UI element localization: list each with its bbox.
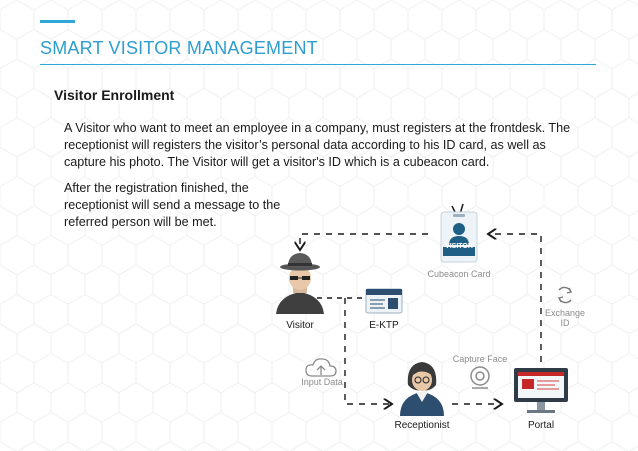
id-card-icon bbox=[365, 288, 403, 314]
page-title: SMART VISITOR MANAGEMENT bbox=[40, 38, 318, 58]
portal-label: Portal bbox=[527, 420, 555, 431]
visitor-label: Visitor bbox=[286, 320, 314, 331]
exchange-id-label: Exchange ID bbox=[544, 308, 586, 328]
cubeacon-card-icon bbox=[440, 203, 478, 263]
title-accent-bar bbox=[40, 20, 75, 23]
flow-arrow-to-receptionist bbox=[344, 298, 392, 404]
description-paragraph: A Visitor who want to meet an employee i… bbox=[64, 121, 571, 169]
cubeacon-card-label: Cubeacon Card bbox=[427, 269, 491, 279]
capture-face-label: Capture Face bbox=[452, 354, 508, 364]
visitor-badge-text: VISITOR bbox=[445, 243, 473, 250]
monitor-icon bbox=[514, 368, 568, 413]
flow-arrow-card-to-visitor bbox=[300, 233, 428, 250]
title-divider bbox=[40, 64, 596, 65]
receptionist-icon bbox=[400, 362, 444, 416]
registration-paragraph: After the registration finished, the rec… bbox=[64, 181, 281, 229]
input-data-label: Input Data bbox=[301, 377, 343, 387]
visitor-icon bbox=[276, 253, 324, 314]
webcam-icon bbox=[470, 366, 490, 389]
ektp-label: E-KTP bbox=[369, 320, 399, 331]
receptionist-label: Receptionist bbox=[394, 420, 450, 431]
cloud-upload-icon bbox=[305, 358, 337, 377]
flow-arrow-portal-to-card bbox=[488, 234, 542, 362]
section-heading: Visitor Enrollment bbox=[54, 87, 175, 103]
exchange-arrows-icon bbox=[557, 286, 573, 304]
